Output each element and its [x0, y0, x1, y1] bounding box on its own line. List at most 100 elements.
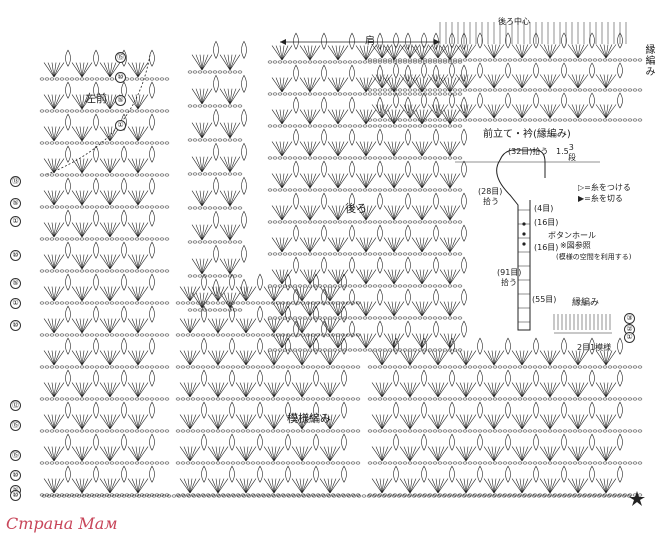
chain-stitch	[222, 138, 228, 142]
fan-stitch	[421, 173, 425, 189]
fan-stitch	[215, 478, 219, 494]
fan-stitch	[449, 301, 457, 317]
fan-stitch	[109, 382, 121, 398]
leaf-stitch	[285, 305, 291, 323]
chain-stitch	[277, 92, 283, 96]
fan-stitch	[227, 292, 231, 309]
chain-stitch	[447, 124, 453, 128]
chain-stitch	[497, 58, 503, 62]
fan-stitch	[75, 222, 83, 238]
fan-stitch	[127, 350, 139, 366]
leaf-stitch	[589, 369, 595, 387]
chain-stitch	[149, 397, 155, 401]
fan-stitch	[375, 350, 383, 366]
fan-stitch	[303, 45, 311, 61]
fan-stitch	[359, 237, 367, 253]
chain-stitch	[442, 316, 448, 320]
chain-stitch	[527, 118, 533, 122]
chain-stitch	[39, 77, 45, 81]
fan-stitch	[365, 333, 373, 349]
leaf-stitch	[561, 337, 567, 355]
fan-stitch	[281, 109, 285, 125]
chain-stitch	[84, 205, 90, 209]
fan-stitch	[435, 104, 439, 119]
fan-stitch	[275, 77, 283, 93]
fan-stitch	[51, 318, 55, 334]
fan-stitch	[439, 205, 451, 221]
chain-stitch	[422, 156, 428, 160]
chain-stitch	[200, 429, 206, 433]
chain-stitch	[307, 284, 313, 288]
fan-stitch	[107, 350, 111, 366]
fan-stitch	[179, 414, 191, 430]
chain-stitch	[272, 316, 278, 320]
leaf-stitch	[213, 210, 219, 229]
chain-stitch	[185, 301, 191, 305]
fan-stitch	[403, 446, 411, 462]
fan-stitch	[75, 382, 83, 398]
fan-stitch	[281, 77, 293, 93]
chain-stitch	[96, 494, 102, 498]
chain-stitch	[149, 205, 155, 209]
pattern-stitch-label: 模様編み	[287, 412, 331, 425]
fan-stitch	[411, 45, 423, 61]
leaf-stitch	[589, 92, 595, 109]
chain-stitch	[197, 240, 203, 244]
chain-stitch	[427, 348, 433, 352]
chain-stitch	[372, 429, 378, 433]
chain-stitch	[407, 124, 413, 128]
chain-stitch	[607, 58, 613, 62]
chain-stitch	[210, 333, 216, 337]
fan-stitch	[459, 446, 467, 462]
chain-stitch	[99, 77, 105, 81]
chain-stitch	[215, 301, 221, 305]
chain-stitch	[39, 397, 45, 401]
fan-stitch	[109, 254, 113, 270]
fan-stitch	[493, 446, 497, 462]
chain-stitch	[447, 429, 453, 433]
chain-stitch	[402, 92, 408, 96]
chain-stitch	[432, 429, 438, 433]
fan-stitch	[217, 478, 225, 494]
chain-stitch	[104, 397, 110, 401]
leaf-stitch	[201, 433, 207, 451]
fan-stitch	[137, 126, 149, 142]
fan-stitch	[381, 44, 389, 59]
leaf-stitch	[505, 62, 511, 79]
chain-stitch	[355, 365, 361, 369]
chain-stitch	[139, 173, 145, 177]
chain-stitch	[325, 429, 331, 433]
fan-stitch	[355, 45, 367, 61]
fan-stitch	[337, 173, 345, 189]
fan-stitch	[189, 446, 197, 462]
chain-stitch	[287, 252, 293, 256]
chain-stitch	[59, 333, 65, 337]
chain-stitch	[597, 88, 603, 92]
fan-stitch	[81, 286, 85, 302]
chain-stitch	[180, 333, 186, 337]
fan-stitch	[81, 94, 93, 110]
chain-stitch	[222, 240, 228, 244]
fan-stitch	[217, 382, 221, 398]
chain-stitch	[164, 237, 170, 241]
fan-stitch	[303, 141, 311, 157]
fan-stitch	[201, 122, 213, 139]
buttonhole-dot	[522, 222, 526, 226]
chain-stitch	[482, 118, 488, 122]
fan-stitch	[71, 382, 83, 398]
chain-stitch	[89, 205, 95, 209]
chain-stitch	[212, 240, 218, 244]
chain-stitch	[124, 429, 130, 433]
fan-stitch	[437, 350, 449, 366]
fan-stitch	[519, 414, 523, 430]
fan-stitch	[81, 222, 85, 238]
fan-stitch	[383, 237, 395, 253]
leaf-stitch	[149, 49, 155, 67]
chain-stitch	[39, 237, 45, 241]
fan-stitch	[411, 109, 423, 125]
fan-stitch	[131, 318, 139, 334]
leaf-stitch	[93, 433, 99, 451]
fan-stitch	[131, 62, 139, 78]
fan-stitch	[201, 258, 205, 275]
fan-stitch	[189, 318, 193, 334]
